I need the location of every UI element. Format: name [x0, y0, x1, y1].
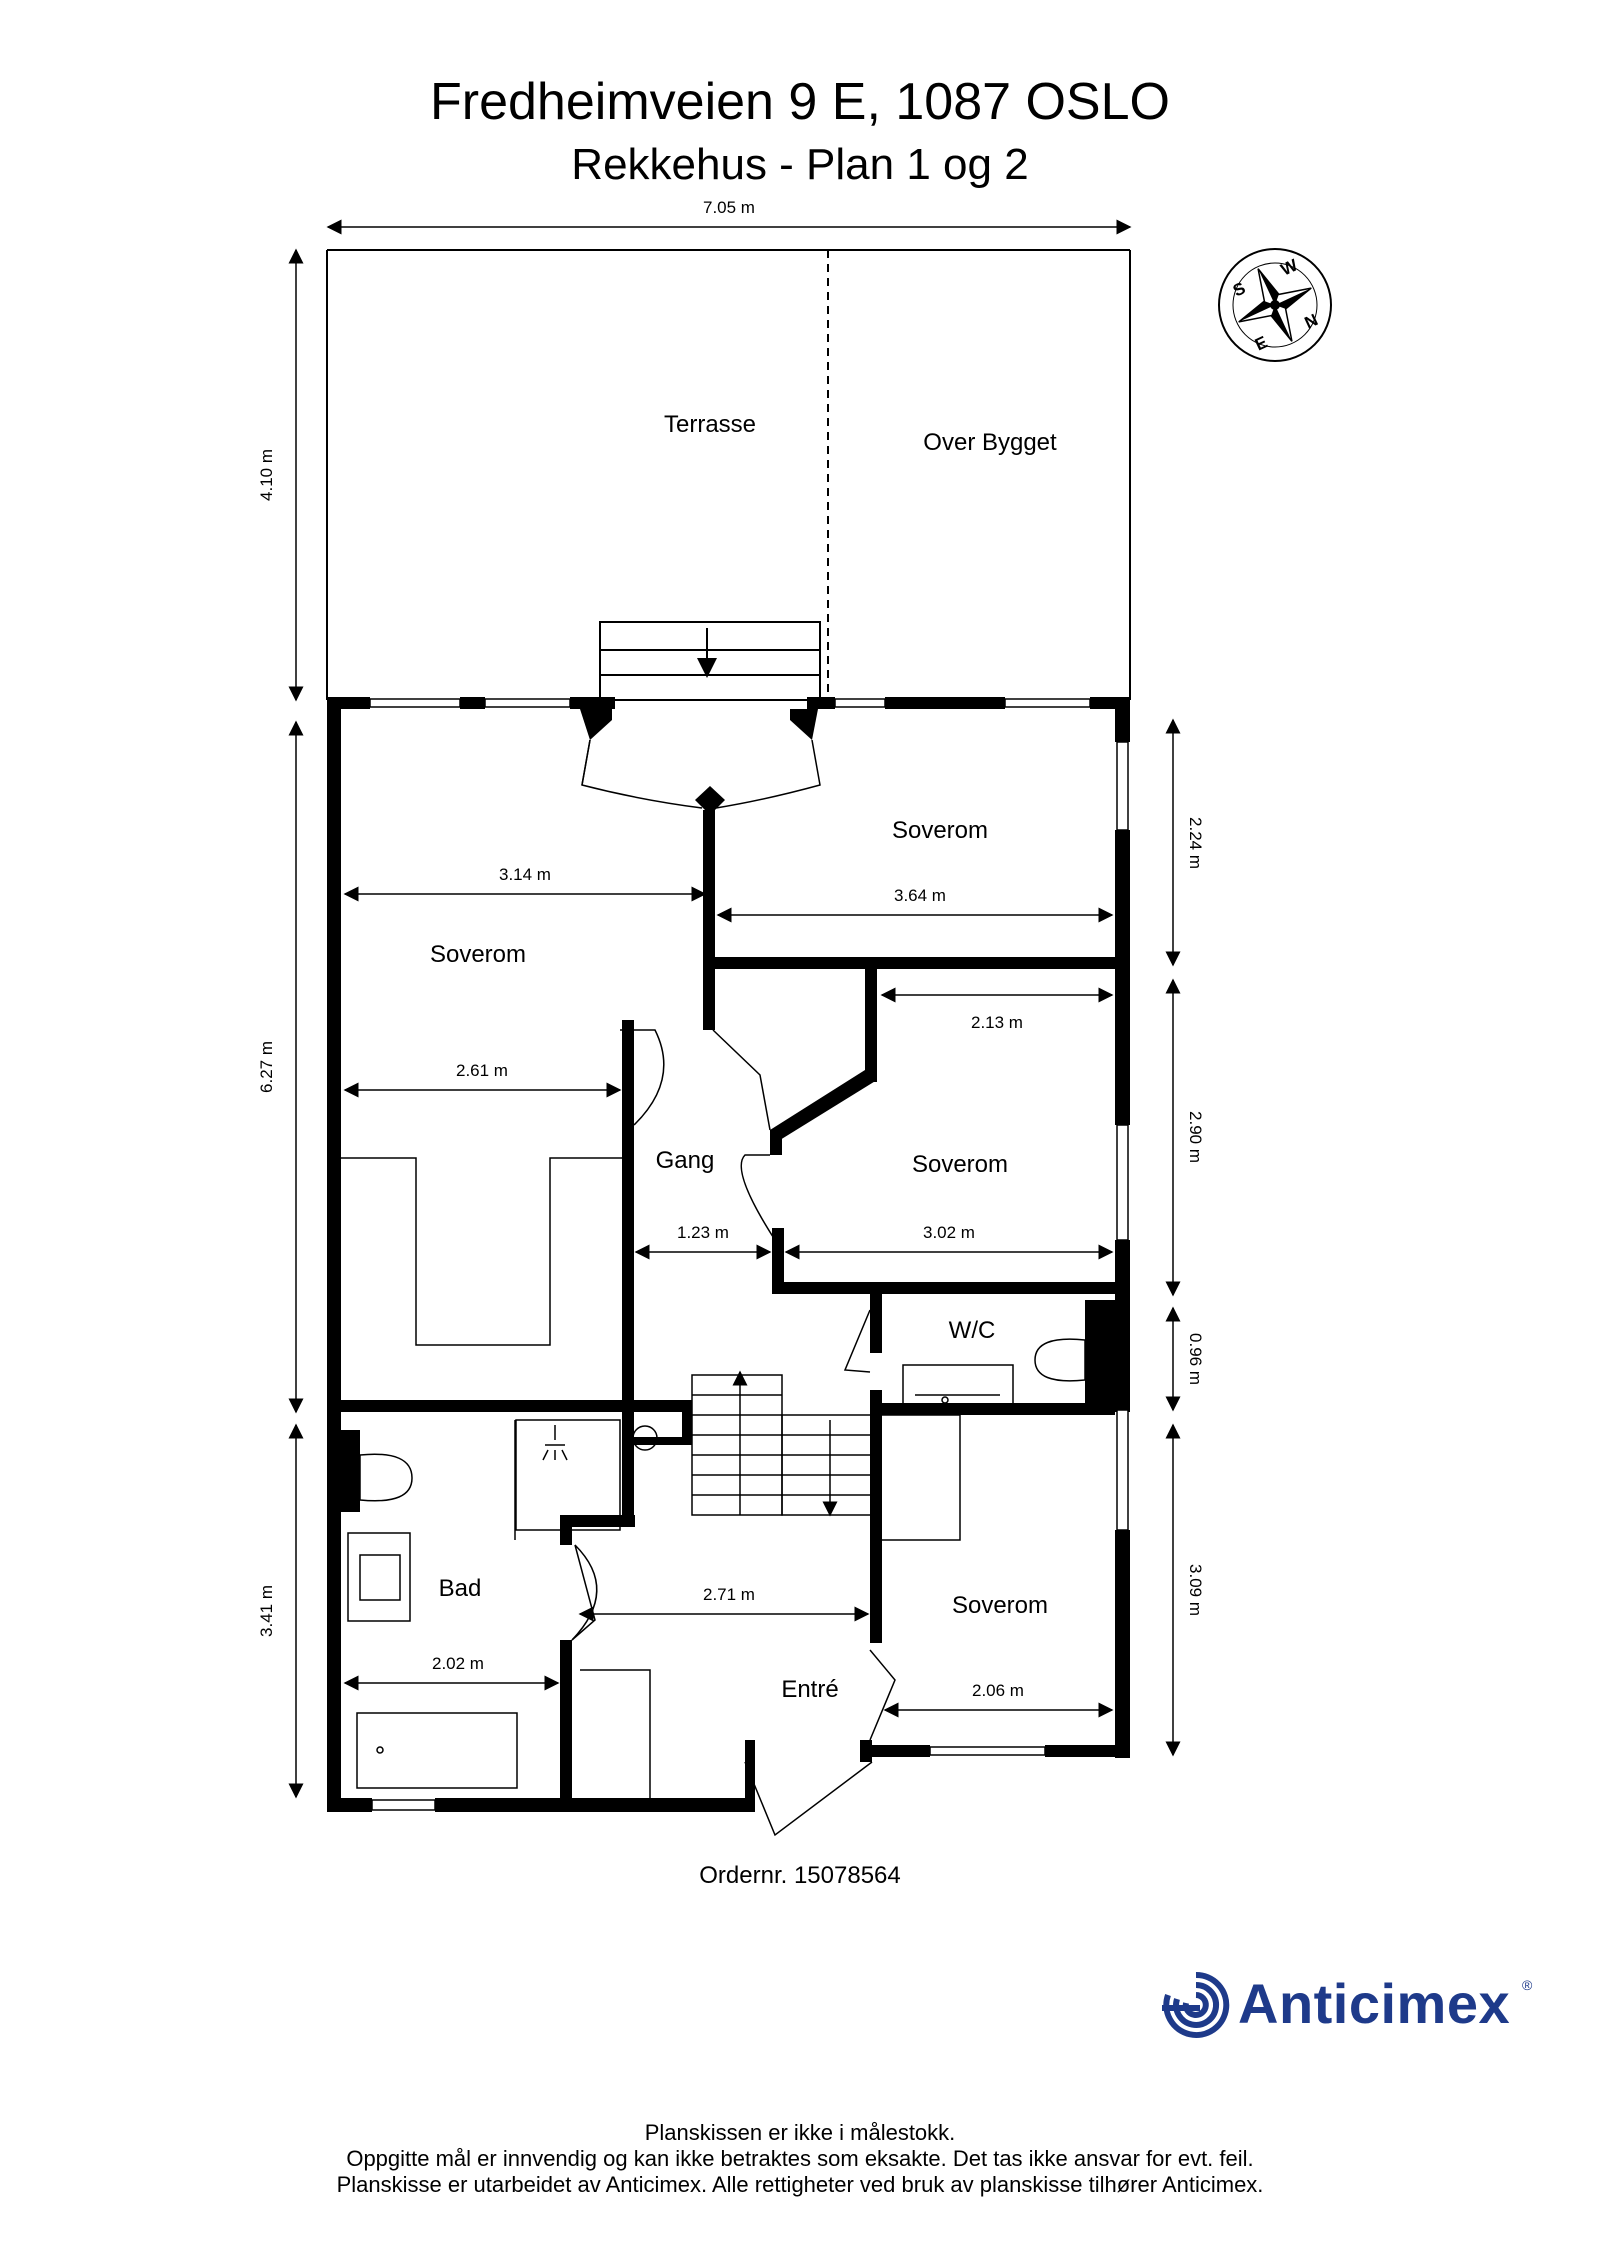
order-number: Ordernr. 15078564	[699, 1862, 901, 1889]
drain	[632, 1425, 658, 1451]
brand-name: Anticimex	[1238, 1972, 1511, 2035]
corner-details	[580, 709, 818, 815]
outer-dimensions	[288, 219, 1181, 1799]
room-label-soverom-nw: Soverom	[430, 941, 526, 968]
room-label-over-bygget: Over Bygget	[923, 429, 1057, 456]
dim-gang-width: 1.23 m	[677, 1223, 729, 1242]
dim-left-upper: 6.27 m	[257, 1041, 276, 1093]
page-subtitle: Rekkehus - Plan 1 og 2	[571, 140, 1029, 189]
dim-right-3: 0.96 m	[1186, 1333, 1205, 1385]
shower-head-icon	[542, 1425, 568, 1461]
wc-toilet	[1034, 1338, 1086, 1382]
dim-right-2: 2.90 m	[1186, 1111, 1205, 1163]
dim-bad-width: 2.02 m	[432, 1654, 484, 1673]
room-label-soverom-se: Soverom	[952, 1592, 1048, 1619]
footer-line-2: Oppgitte mål er innvendig og kan ikke be…	[346, 2146, 1254, 2171]
dim-mid-room-top: 2.13 m	[971, 1013, 1023, 1032]
interior-walls	[340, 810, 1115, 1812]
dim-entre-width: 2.71 m	[703, 1585, 755, 1604]
room-label-wc: W/C	[949, 1317, 996, 1344]
room-labels: Terrasse Over Bygget Soverom Soverom Sov…	[430, 411, 1057, 1703]
compass-e-label: E	[1252, 332, 1270, 354]
inner-dimensions	[343, 886, 1114, 1718]
room-label-soverom-ne: Soverom	[892, 817, 988, 844]
compass-n-label: N	[1302, 310, 1321, 332]
footer-line-1: Planskissen er ikke i målestokk.	[644, 2120, 956, 2145]
wc-sink	[902, 1364, 1014, 1411]
dim-ne-room-width: 3.64 m	[894, 886, 946, 905]
bad-sink	[347, 1532, 411, 1622]
dim-left-terrace: 4.10 m	[257, 449, 276, 501]
dim-se-room-width: 2.06 m	[972, 1681, 1024, 1700]
room-label-soverom-mid: Soverom	[912, 1151, 1008, 1178]
page-title: Fredheimveien 9 E, 1087 OSLO	[430, 73, 1170, 131]
room-label-bad: Bad	[439, 1575, 482, 1602]
brand-logo: Anticimex ®	[1160, 1965, 1540, 2045]
anticimex-logo-icon	[1162, 1971, 1230, 2038]
shower	[515, 1419, 621, 1531]
outer-dimension-labels: 7.05 m 4.10 m 6.27 m 3.41 m 2.24 m 2.90 …	[257, 198, 1205, 1637]
staircase	[691, 1370, 878, 1517]
windows	[369, 698, 1129, 1811]
dim-left-lower: 3.41 m	[257, 1585, 276, 1637]
compass-s-label: S	[1230, 278, 1248, 300]
bathtub	[356, 1712, 518, 1789]
inner-dimension-labels: 3.14 m 3.64 m 2.13 m 2.61 m 1.23 m 3.02 …	[432, 865, 1024, 1700]
room-label-entre: Entré	[781, 1676, 838, 1703]
brand-registered-mark: ®	[1522, 1977, 1533, 1993]
compass-w-label: W	[1278, 255, 1301, 279]
dim-nw-room-width: 3.14 m	[499, 865, 551, 884]
dim-top-width: 7.05 m	[703, 198, 755, 217]
room-label-terrasse: Terrasse	[664, 411, 756, 438]
door-swings	[514, 739, 896, 1837]
room-label-gang: Gang	[656, 1147, 715, 1174]
dim-mid-room-width: 3.02 m	[923, 1223, 975, 1242]
bad-toilet	[359, 1453, 413, 1502]
compass-icon: N S W E	[1218, 248, 1332, 362]
dim-nw-room-lower: 2.61 m	[456, 1061, 508, 1080]
terrace-steps	[599, 621, 821, 701]
fixtures	[347, 1338, 1086, 1789]
footer-line-3: Planskisse er utarbeidet av Anticimex. A…	[336, 2172, 1264, 2197]
exterior-walls	[327, 697, 1130, 1812]
cabinet	[874, 1414, 961, 1541]
dim-right-4: 3.09 m	[1186, 1564, 1205, 1616]
terrace-area	[326, 249, 1131, 700]
wardrobe	[341, 1157, 651, 1801]
dim-right-1: 2.24 m	[1186, 817, 1205, 869]
